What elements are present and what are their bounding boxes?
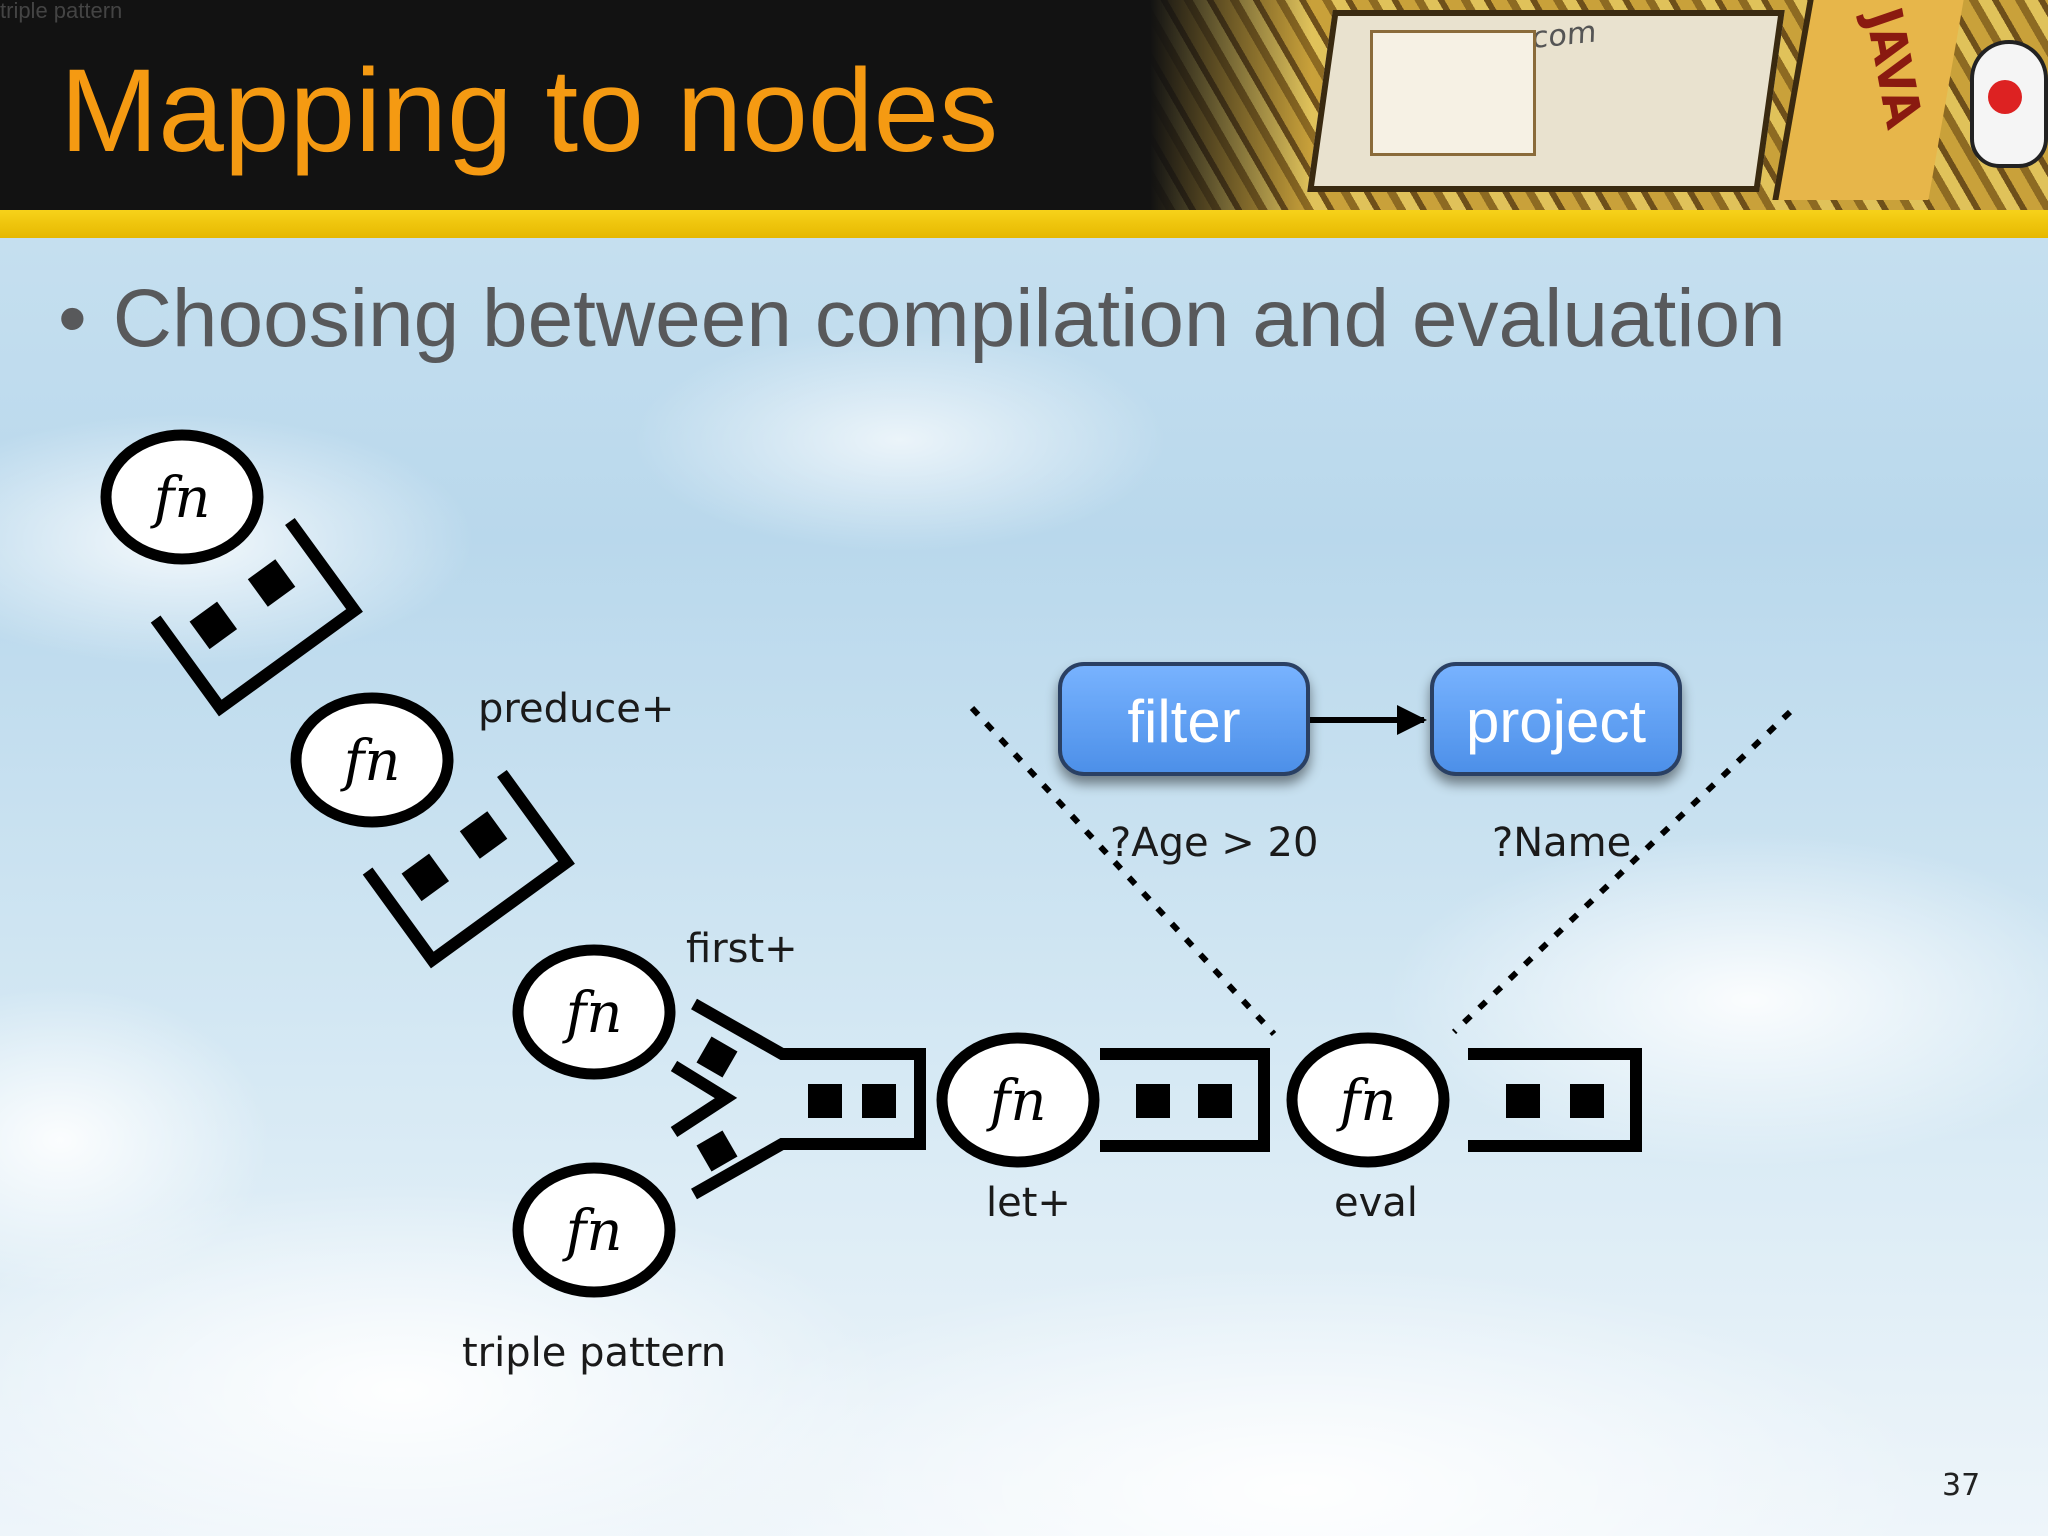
slide-title: Mapping to nodes xyxy=(60,45,999,177)
fn-symbol: fn xyxy=(562,981,623,1046)
page-number: 37 xyxy=(1942,1468,1981,1503)
node-circle xyxy=(936,1032,1100,1168)
queue-bracket xyxy=(362,769,575,969)
fn-symbol: fn xyxy=(340,729,401,794)
project-condition: ?Name xyxy=(1492,820,1631,866)
fn-symbol: fn xyxy=(986,1069,1047,1134)
queue-slot xyxy=(189,601,238,650)
bullet-point: •Choosing between compilation and evalua… xyxy=(58,278,1786,360)
node-circle xyxy=(512,944,676,1080)
queue-slot xyxy=(1198,1084,1232,1118)
filter-box: filter xyxy=(1058,662,1310,776)
filter-condition: ?Age > 20 xyxy=(1110,820,1318,866)
queue-2 xyxy=(362,769,575,969)
queue-slot xyxy=(1136,1084,1170,1118)
queue-3 xyxy=(1100,1048,1270,1152)
duke-nose-icon xyxy=(1988,80,2022,114)
fn-node-5: fn xyxy=(936,1032,1100,1168)
queue-bracket xyxy=(1468,1048,1642,1152)
queue-slot xyxy=(808,1084,842,1118)
queue-1 xyxy=(150,517,363,717)
project-box-shape xyxy=(1430,662,1682,776)
fn-symbol: fn xyxy=(1336,1069,1397,1134)
filter-box-shape xyxy=(1058,662,1310,776)
queue-slot xyxy=(401,853,450,902)
fn-symbol: fn xyxy=(150,466,211,531)
bullet-text: Choosing between compilation and evaluat… xyxy=(112,273,1786,364)
queue-slot xyxy=(247,559,296,607)
bullet-marker: • xyxy=(58,273,87,364)
queue-slot xyxy=(459,811,508,859)
merge-chevron xyxy=(670,1060,738,1138)
fn-node-4: fn xyxy=(512,1162,676,1298)
label-eval: eval xyxy=(1334,1180,1418,1226)
dotted-guide-right xyxy=(1451,709,1793,1035)
node-circle xyxy=(290,692,454,828)
fn-node-1: fn xyxy=(100,429,264,565)
filter-label: filter xyxy=(1127,688,1240,755)
queue-slot xyxy=(1506,1084,1540,1118)
node-circle xyxy=(512,1162,676,1298)
fn-symbol: fn xyxy=(562,1199,623,1264)
slide-header: Parleys.com JAVA triple pattern Mapping … xyxy=(0,0,2048,210)
queue-slot xyxy=(1570,1084,1604,1118)
header-illustration: Parleys.com JAVA xyxy=(1150,0,2048,210)
node-circle xyxy=(100,429,264,565)
node-circle xyxy=(1286,1032,1450,1168)
queue-slot xyxy=(862,1084,896,1118)
illustration-inner-panel xyxy=(1370,30,1536,156)
corner-fragment: triple pattern xyxy=(0,0,123,23)
queue-bracket xyxy=(1100,1048,1270,1152)
label-let: let+ xyxy=(986,1180,1071,1226)
queue-slot xyxy=(696,1130,738,1172)
fn-node-6: fn xyxy=(1286,1032,1450,1168)
merge-bracket xyxy=(691,998,926,1200)
merge-queue xyxy=(670,998,926,1200)
queue-bracket xyxy=(150,517,363,717)
label-first: first+ xyxy=(686,926,798,972)
project-box: project xyxy=(1430,662,1682,776)
fn-node-2: fn xyxy=(290,692,454,828)
label-preduce: preduce+ xyxy=(478,686,674,732)
sky-background xyxy=(0,240,2048,1536)
project-label: project xyxy=(1466,688,1646,755)
fn-node-3: fn xyxy=(512,944,676,1080)
queue-slot xyxy=(696,1036,738,1078)
label-triple-pattern: triple pattern xyxy=(462,1330,726,1376)
queue-4 xyxy=(1468,1048,1642,1152)
header-divider xyxy=(0,210,2048,238)
